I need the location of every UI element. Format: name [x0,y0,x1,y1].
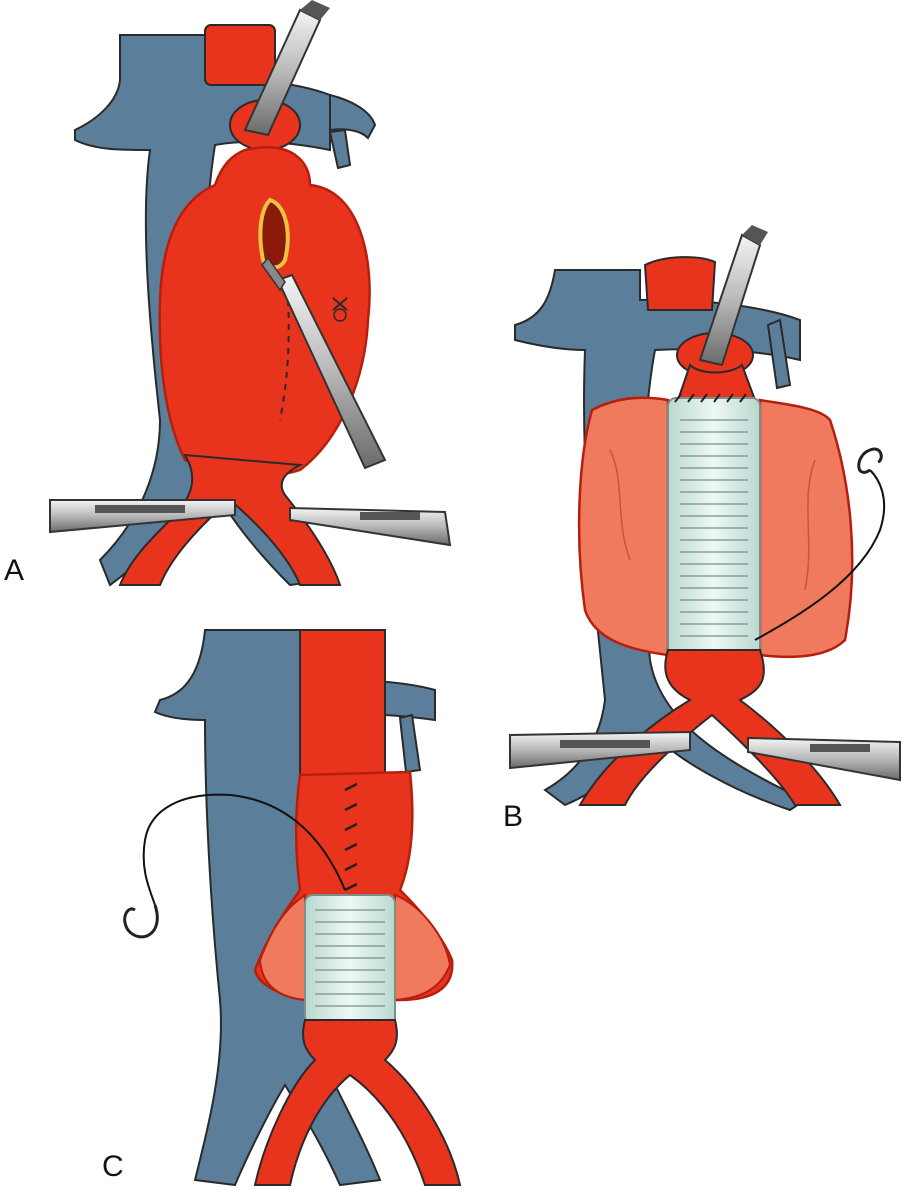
panel-b-suture-thread [754,469,886,641]
panel-c-sac-suture [344,782,358,892]
panel-b-iliac-arteries [578,649,842,806]
panel-b-opened-sac-left [577,396,670,657]
panel-c [123,629,462,1187]
panel-a-proximal-aorta [204,24,276,86]
panel-label-a: A [4,554,25,587]
panel-b-graft [667,397,761,657]
panel-a [49,0,452,587]
panel-a-scissors [261,256,387,470]
panel-b-opened-sac-right [758,398,854,659]
panel-label-c: C [102,1150,124,1183]
panel-b-left-iliac-clamp [509,730,691,770]
panel-c-suture-thread [142,793,346,906]
panel-a-left-iliac-clamp [49,499,236,534]
panel-b-graft-crimps [680,419,748,637]
panel-a-proximal-clamp [243,0,330,137]
panel-b-right-iliac-clamp [747,736,901,782]
panel-c-needle [123,904,159,939]
panel-b-needle [857,447,883,474]
panel-label-b: B [503,800,524,833]
panel-a-right-iliac-clamp [289,506,452,547]
panel-c-iliac-arteries [253,1019,462,1186]
panel-c-graft-crimps [315,909,385,1007]
panel-a-incision [258,197,290,270]
panel-c-proximal-aorta [299,629,386,781]
panel-b-proximal-clamp [698,225,768,367]
panel-a-dashed-incision [279,299,290,421]
panel-b [509,225,901,812]
